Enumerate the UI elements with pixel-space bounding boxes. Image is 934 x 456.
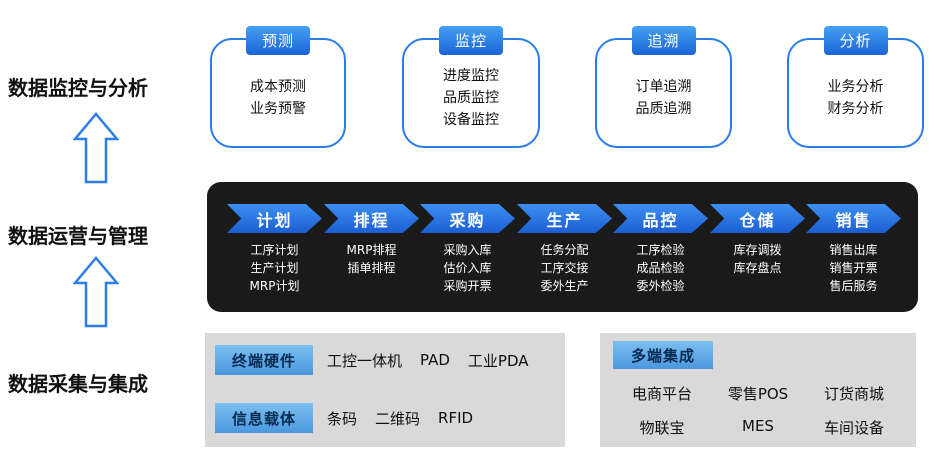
monitor-box-analysis: 分析 业务分析 财务分析 [787, 26, 924, 148]
monitor-item: 业务分析 [827, 79, 884, 95]
monitor-tab-forecast: 预测 [245, 26, 311, 55]
module-item: MRP计划 [249, 279, 300, 293]
monitor-tab-analysis: 分析 [823, 26, 888, 55]
monitor-item: 进度监控 [443, 68, 499, 84]
module-item: 工序检验 [636, 243, 685, 257]
monitor-item: 设备监控 [443, 112, 499, 128]
carrier-token: 二维码 [375, 409, 421, 428]
monitor-items: 业务分析 财务分析 [828, 66, 884, 120]
integration-item: 电商平台 [631, 385, 692, 403]
layer-label-monitoring: 数据监控与分析 [8, 76, 148, 100]
module-items: 任务分配 工序交接 委外生产 [517, 241, 612, 295]
module-item: 委外检验 [636, 279, 685, 293]
monitor-item: 品质监控 [443, 90, 499, 106]
hardware-token: 工控一体机 [327, 351, 403, 370]
module-item: 生产计划 [250, 261, 299, 275]
carrier-token: 条码 [327, 409, 358, 428]
integration-item: 车间设备 [823, 419, 884, 437]
layer-label-operations: 数据运营与管理 [8, 224, 148, 248]
module-chevron-procurement: 采购 [420, 204, 515, 233]
module-production: 生产 任务分配 工序交接 委外生产 [517, 204, 612, 295]
module-item: 委外生产 [540, 279, 589, 293]
monitor-item: 品质追溯 [635, 101, 692, 117]
module-item: 库存盘点 [733, 261, 782, 275]
module-items: 库存调拨 库存盘点 [710, 241, 805, 277]
integration-item: MES [742, 417, 774, 435]
integration-row: 电商平台 零售POS 订货商城 [614, 383, 902, 404]
module-scheduling: 排程 MRP排程 插单排程 [324, 204, 419, 277]
monitor-box-forecast: 预测 成本预测 业务预警 [210, 26, 346, 148]
layer-label-collection: 数据采集与集成 [8, 372, 148, 396]
integration-item: 零售POS [727, 385, 789, 403]
chip-multi-terminal: 多端集成 [613, 341, 713, 369]
hardware-token-row: 工控一体机 PAD 工业PDA [327, 345, 529, 375]
module-chevron-sales: 销售 [806, 204, 901, 233]
module-items: 销售出库 销售开票 售后服务 [806, 241, 901, 295]
monitor-tab-trace: 追溯 [631, 26, 696, 55]
chip-terminal-hardware: 终端硬件 [215, 345, 313, 375]
module-item: 插单排程 [347, 261, 396, 275]
monitor-box-trace: 追溯 订单追溯 品质追溯 [595, 26, 732, 148]
monitor-item: 财务分析 [827, 101, 884, 117]
hardware-token: PAD [420, 351, 450, 369]
monitor-items: 订单追溯 品质追溯 [636, 66, 692, 120]
collection-integration-box: 多端集成 电商平台 零售POS 订货商城 物联宝 MES 车间设备 [600, 333, 916, 447]
module-item: 销售出库 [829, 243, 878, 257]
module-warehouse: 仓储 库存调拨 库存盘点 [710, 204, 805, 277]
module-item: 工序交接 [540, 261, 589, 275]
module-chevron-production: 生产 [517, 204, 612, 233]
carrier-token: RFID [438, 409, 474, 427]
module-item: 采购开票 [443, 279, 492, 293]
integration-row: 物联宝 MES 车间设备 [614, 417, 902, 438]
integration-item: 订货商城 [823, 385, 884, 403]
chip-info-carrier: 信息载体 [215, 403, 313, 433]
module-items: 采购入库 估价入库 采购开票 [420, 241, 515, 295]
up-arrow-icon [73, 112, 119, 184]
module-procurement: 采购 采购入库 估价入库 采购开票 [420, 204, 515, 295]
monitor-items: 成本预测 业务预警 [250, 66, 306, 120]
monitor-tab-monitoring: 监控 [438, 26, 504, 55]
module-sales: 销售 销售出库 销售开票 售后服务 [806, 204, 901, 295]
module-chevron-quality: 品控 [613, 204, 708, 233]
up-arrow-icon [73, 256, 119, 328]
module-item: MRP排程 [346, 243, 397, 257]
carrier-token-row: 条码 二维码 RFID [327, 403, 473, 433]
module-items: 工序计划 生产计划 MRP计划 [227, 241, 322, 295]
operations-band: 计划 工序计划 生产计划 MRP计划 排程 MRP排程 插单排程 采购 采购入库… [207, 182, 918, 312]
module-item: 任务分配 [540, 243, 589, 257]
monitor-item: 业务预警 [250, 101, 306, 117]
module-chevron-plan: 计划 [227, 204, 322, 233]
module-items: MRP排程 插单排程 [324, 241, 419, 277]
monitor-box-monitoring: 监控 进度监控 品质监控 设备监控 [402, 26, 540, 148]
module-item: 销售开票 [829, 261, 878, 275]
collection-hardware-box: 终端硬件 工控一体机 PAD 工业PDA 信息载体 条码 二维码 RFID [205, 333, 565, 447]
module-plan: 计划 工序计划 生产计划 MRP计划 [227, 204, 322, 295]
module-item: 售后服务 [829, 279, 878, 293]
hardware-token: 工业PDA [467, 351, 529, 370]
module-chevron-scheduling: 排程 [324, 204, 419, 233]
monitor-items: 进度监控 品质监控 设备监控 [443, 55, 499, 131]
module-quality: 品控 工序检验 成品检验 委外检验 [613, 204, 708, 295]
monitor-item: 成本预测 [250, 79, 306, 95]
module-chevron-warehouse: 仓储 [710, 204, 805, 233]
module-item: 成品检验 [636, 261, 685, 275]
module-items: 工序检验 成品检验 委外检验 [613, 241, 708, 295]
integration-item: 物联宝 [639, 419, 685, 437]
monitor-item: 订单追溯 [635, 79, 692, 95]
module-item: 估价入库 [443, 261, 492, 275]
module-item: 采购入库 [443, 243, 492, 257]
module-item: 库存调拨 [733, 243, 782, 257]
module-item: 工序计划 [250, 243, 299, 257]
